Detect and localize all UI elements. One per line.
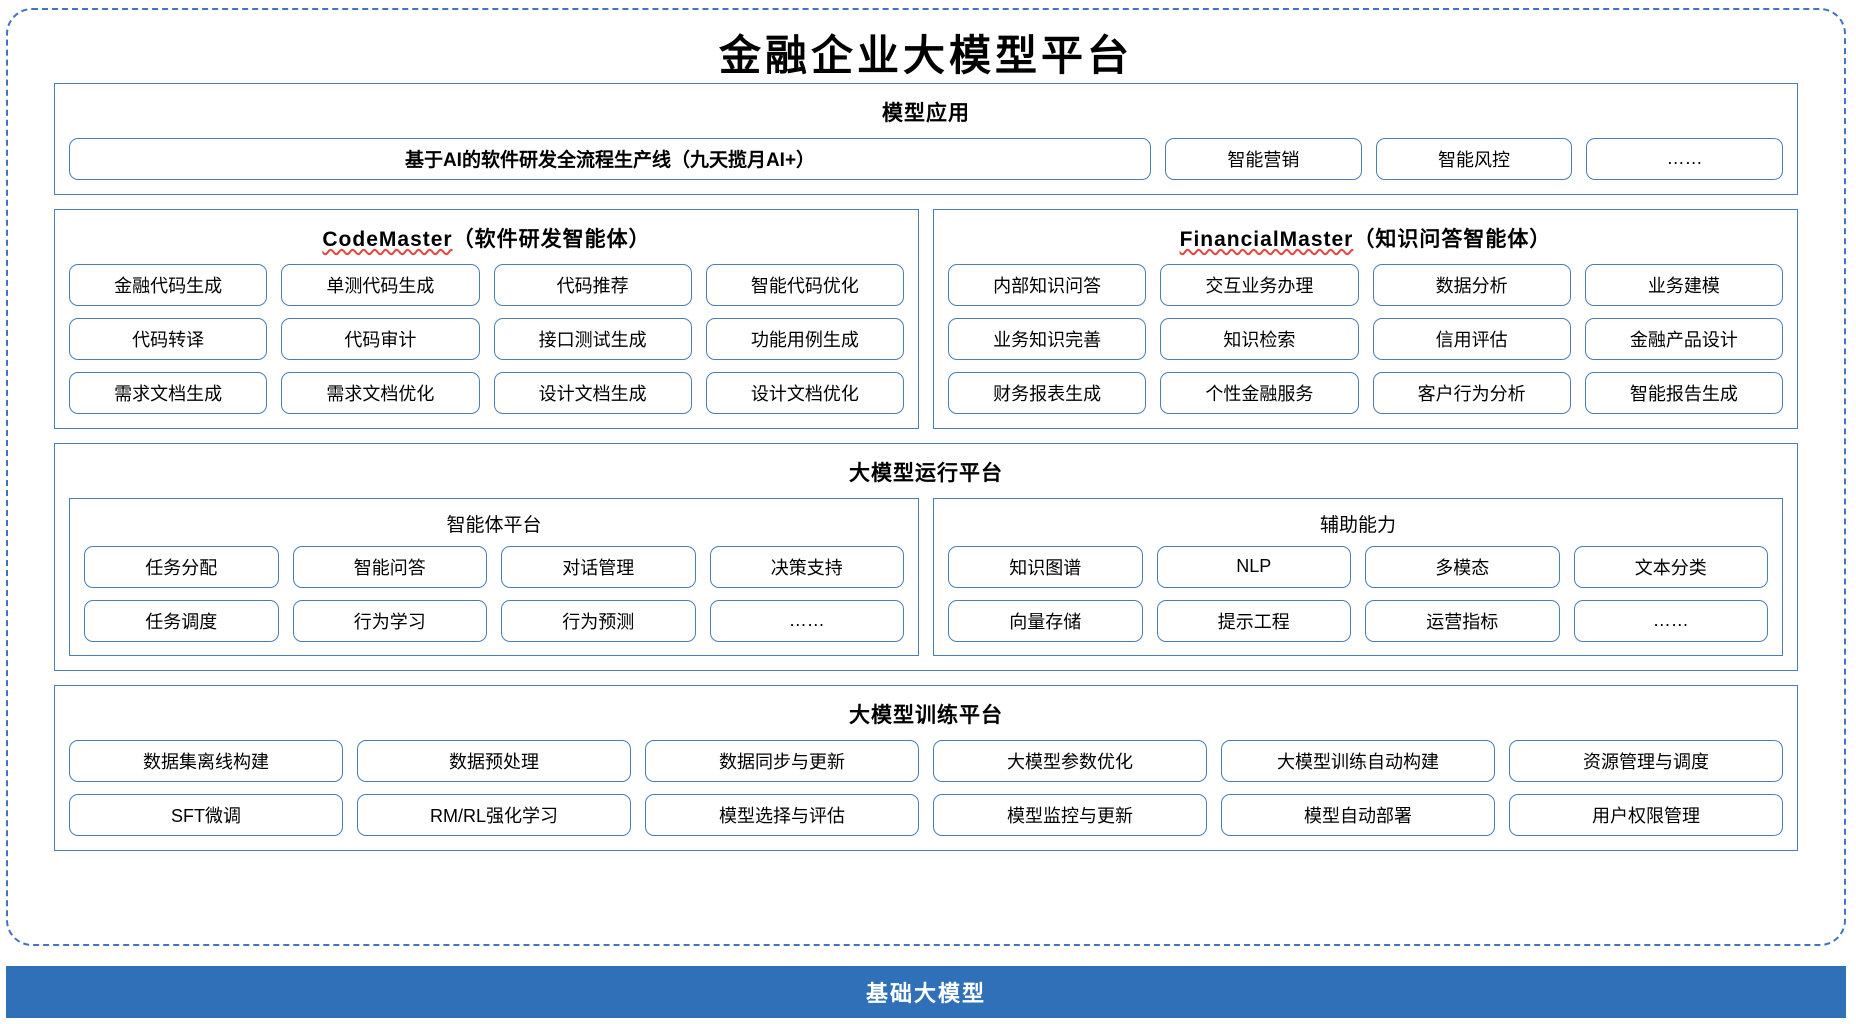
code-master-row-3: 需求文档生成 需求文档优化 设计文档生成 设计文档优化: [69, 371, 904, 414]
app-chip-ai-pipeline[interactable]: 基于AI的软件研发全流程生产线（九天揽月AI+）: [69, 137, 1151, 180]
app-chip-more[interactable]: ……: [1586, 137, 1784, 180]
chip-agent-platform-more[interactable]: ……: [709, 599, 904, 642]
subpanel-title-agent-platform: 智能体平台: [446, 514, 542, 536]
chip-smart-qa[interactable]: 智能问答: [292, 545, 487, 588]
page-title: 金融企业大模型平台: [718, 31, 1133, 80]
chip-knowledge-graph[interactable]: 知识图谱: [948, 545, 1143, 588]
chip-text-classification[interactable]: 文本分类: [1573, 545, 1768, 588]
panel-training-platform: 大模型训练平台 数据集离线构建 数据预处理 数据同步与更新 大模型参数优化 大模…: [54, 684, 1798, 851]
chip-requirement-doc-optimize[interactable]: 需求文档优化: [281, 371, 480, 414]
panel-title-financial-master: FinancialMaster（知识问答智能体）: [948, 223, 1783, 253]
panel-financial-master: FinancialMaster（知识问答智能体） 内部知识问答 交互业务办理 数…: [933, 208, 1798, 429]
panel-title-runtime-platform: 大模型运行平台: [849, 461, 1003, 485]
chip-task-allocation[interactable]: 任务分配: [84, 545, 279, 588]
code-master-row-2: 代码转译 代码审计 接口测试生成 功能用例生成: [69, 317, 904, 360]
chip-business-knowledge-improve[interactable]: 业务知识完善: [948, 317, 1147, 360]
chip-financial-report-gen[interactable]: 财务报表生成: [948, 371, 1147, 414]
chip-code-recommend[interactable]: 代码推荐: [493, 263, 692, 306]
panel-title-code-master: CodeMaster（软件研发智能体）: [69, 223, 904, 253]
training-platform-row-1: 数据集离线构建 数据预处理 数据同步与更新 大模型参数优化 大模型训练自动构建 …: [69, 739, 1783, 782]
panel-title-model-application: 模型应用: [882, 101, 970, 125]
chip-credit-assessment[interactable]: 信用评估: [1372, 317, 1571, 360]
chip-data-preprocessing[interactable]: 数据预处理: [357, 739, 631, 782]
app-chip-smart-marketing[interactable]: 智能营销: [1165, 137, 1362, 180]
support-capability-row-1: 知识图谱 NLP 多模态 文本分类: [948, 545, 1768, 588]
chip-smart-report-gen[interactable]: 智能报告生成: [1584, 371, 1783, 414]
model-application-items: 基于AI的软件研发全流程生产线（九天揽月AI+） 智能营销 智能风控 ……: [69, 137, 1784, 180]
chip-design-doc-gen[interactable]: 设计文档生成: [493, 371, 692, 414]
panel-runtime-platform: 大模型运行平台 智能体平台 任务分配 智能问答 对话管理 决策支持 任务调度 行…: [54, 442, 1798, 671]
chip-code-audit[interactable]: 代码审计: [281, 317, 480, 360]
chip-knowledge-retrieval[interactable]: 知识检索: [1160, 317, 1359, 360]
chip-unit-test-code-gen[interactable]: 单测代码生成: [281, 263, 480, 306]
chip-resource-management[interactable]: 资源管理与调度: [1509, 739, 1783, 782]
financial-master-row-3: 财务报表生成 个性金融服务 客户行为分析 智能报告生成: [948, 371, 1783, 414]
financial-master-row-2: 业务知识完善 知识检索 信用评估 金融产品设计: [948, 317, 1783, 360]
runtime-subpanels: 智能体平台 任务分配 智能问答 对话管理 决策支持 任务调度 行为学习 行为预测…: [69, 497, 1783, 656]
chip-interface-test-gen[interactable]: 接口测试生成: [493, 317, 692, 360]
chip-model-select-eval[interactable]: 模型选择与评估: [645, 793, 919, 836]
panel-model-application: 模型应用 基于AI的软件研发全流程生产线（九天揽月AI+） 智能营销 智能风控 …: [54, 82, 1798, 195]
chip-design-doc-optimize[interactable]: 设计文档优化: [705, 371, 904, 414]
training-platform-row-2: SFT微调 RM/RL强化学习 模型选择与评估 模型监控与更新 模型自动部署 用…: [69, 793, 1783, 836]
chip-nlp[interactable]: NLP: [1156, 545, 1351, 588]
chip-code-translate[interactable]: 代码转译: [69, 317, 268, 360]
agent-platform-row-1: 任务分配 智能问答 对话管理 决策支持: [84, 545, 904, 588]
panel-code-master: CodeMaster（软件研发智能体） 金融代码生成 单测代码生成 代码推荐 智…: [54, 208, 919, 429]
code-master-row-1: 金融代码生成 单测代码生成 代码推荐 智能代码优化: [69, 263, 904, 306]
chip-dataset-offline-build[interactable]: 数据集离线构建: [69, 739, 343, 782]
chip-support-capability-more[interactable]: ……: [1573, 599, 1768, 642]
chip-model-param-optimize[interactable]: 大模型参数优化: [933, 739, 1207, 782]
chip-decision-support[interactable]: 决策支持: [709, 545, 904, 588]
panel-title-training-platform: 大模型训练平台: [849, 703, 1003, 727]
subpanel-support-capability: 辅助能力 知识图谱 NLP 多模态 文本分类 向量存储 提示工程 运营指标 ……: [933, 497, 1783, 656]
code-master-name: CodeMaster: [322, 227, 453, 251]
chip-customer-behavior-analysis[interactable]: 客户行为分析: [1372, 371, 1571, 414]
chip-smart-code-optimize[interactable]: 智能代码优化: [705, 263, 904, 306]
chip-behavior-learning[interactable]: 行为学习: [292, 599, 487, 642]
financial-master-name: FinancialMaster: [1179, 227, 1354, 251]
chip-dialog-management[interactable]: 对话管理: [501, 545, 696, 588]
foundation-model-bar: 基础大模型: [6, 966, 1846, 1018]
chip-prompt-engineering[interactable]: 提示工程: [1156, 599, 1351, 642]
chip-sft-finetune[interactable]: SFT微调: [69, 793, 343, 836]
chip-data-analysis[interactable]: 数据分析: [1372, 263, 1571, 306]
chip-multimodal[interactable]: 多模态: [1365, 545, 1560, 588]
chip-business-modeling[interactable]: 业务建模: [1584, 263, 1783, 306]
code-master-suffix: （软件研发智能体）: [452, 227, 651, 251]
chip-task-scheduling[interactable]: 任务调度: [84, 599, 279, 642]
chip-financial-product-design[interactable]: 金融产品设计: [1584, 317, 1783, 360]
app-chip-smart-risk-control[interactable]: 智能风控: [1375, 137, 1573, 180]
foundation-model-label: 基础大模型: [865, 981, 986, 1006]
chip-training-auto-build[interactable]: 大模型训练自动构建: [1221, 739, 1495, 782]
chip-vector-store[interactable]: 向量存储: [948, 599, 1143, 642]
chip-personalized-finance-service[interactable]: 个性金融服务: [1160, 371, 1359, 414]
financial-master-row-1: 内部知识问答 交互业务办理 数据分析 业务建模: [948, 263, 1783, 306]
agent-panels: CodeMaster（软件研发智能体） 金融代码生成 单测代码生成 代码推荐 智…: [54, 208, 1798, 429]
chip-internal-knowledge-qa[interactable]: 内部知识问答: [948, 263, 1147, 306]
chip-function-case-gen[interactable]: 功能用例生成: [705, 317, 904, 360]
support-capability-row-2: 向量存储 提示工程 运营指标 ……: [948, 599, 1768, 642]
financial-master-suffix: （知识问答智能体）: [1353, 227, 1552, 251]
chip-model-auto-deploy[interactable]: 模型自动部署: [1221, 793, 1495, 836]
chip-model-monitor-update[interactable]: 模型监控与更新: [933, 793, 1207, 836]
chip-behavior-prediction[interactable]: 行为预测: [501, 599, 696, 642]
chip-user-permission-management[interactable]: 用户权限管理: [1509, 793, 1783, 836]
chip-rm-rl-learning[interactable]: RM/RL强化学习: [357, 793, 631, 836]
platform-outer-frame: 金融企业大模型平台 模型应用 基于AI的软件研发全流程生产线（九天揽月AI+） …: [6, 8, 1846, 946]
chip-code-gen-finance[interactable]: 金融代码生成: [69, 263, 268, 306]
subpanel-agent-platform: 智能体平台 任务分配 智能问答 对话管理 决策支持 任务调度 行为学习 行为预测…: [69, 497, 919, 656]
subpanel-title-support-capability: 辅助能力: [1319, 514, 1396, 536]
chip-requirement-doc-gen[interactable]: 需求文档生成: [69, 371, 268, 414]
chip-operation-metrics[interactable]: 运营指标: [1365, 599, 1560, 642]
agent-platform-row-2: 任务调度 行为学习 行为预测 ……: [84, 599, 904, 642]
chip-data-sync-update[interactable]: 数据同步与更新: [645, 739, 919, 782]
chip-interactive-business[interactable]: 交互业务办理: [1160, 263, 1359, 306]
